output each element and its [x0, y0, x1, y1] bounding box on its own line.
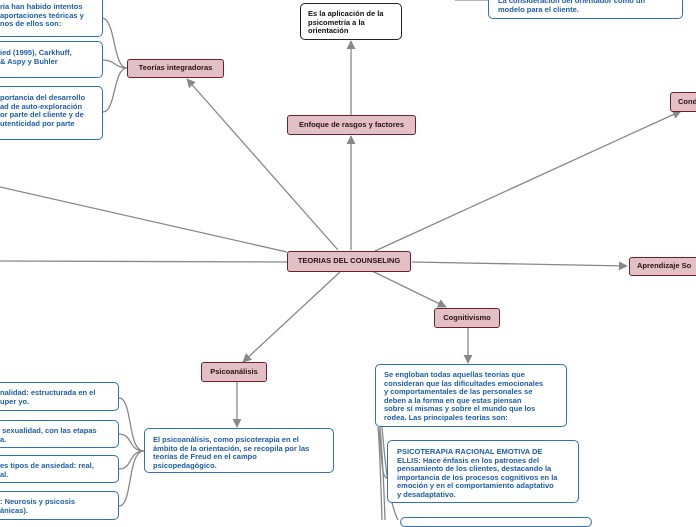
note-psico-neurosis[interactable]: : Neurosis y psicosis ánicas). [0, 491, 119, 520]
topic-label: Enfoque de rasgos y factores [298, 119, 405, 129]
edge-cog-bracket-1 [377, 426, 383, 520]
edge-psico-note1 [118, 397, 145, 452]
note-psicoanalisis-main[interactable]: El psicoanálisis, como psicoterapia en e… [144, 428, 334, 473]
edge-integradoras-note1 [102, 17, 128, 69]
note-cognitivismo-main[interactable]: Se engloban todas aquellas teorías que c… [375, 364, 567, 427]
topic-label: Psicoanálisis [210, 366, 258, 376]
edge-root-cond [374, 110, 682, 252]
topic-label: Teorías integradoras [138, 63, 213, 73]
root-node[interactable]: TEORIAS DEL COUNSELING [287, 251, 411, 272]
edge-psico-note2 [118, 433, 145, 452]
topic-aprendizaje-social[interactable]: Aprendizaje So [629, 257, 696, 276]
note-rasgos-psicometria[interactable]: Es la aplicación de la psicometría a la … [300, 3, 402, 40]
note-modelo-cliente[interactable]: La consideración del orientador como un … [488, 0, 683, 19]
note-integradoras-autores[interactable]: ied (1995), Carkhuff, & Aspy y Buhler [0, 41, 103, 78]
topic-label: Aprendizaje So [637, 261, 692, 271]
topic-psicoanalisis[interactable]: Psicoanálisis [201, 362, 267, 382]
edge-integradoras-note3 [102, 67, 128, 113]
edge-integradoras-note2 [102, 59, 128, 69]
note-psico-ansiedad[interactable]: es tipos de ansiedad: real, al. [0, 455, 119, 483]
topic-cognitivismo[interactable]: Cognitivismo [434, 308, 500, 328]
edge-root-aprendizaje [411, 261, 628, 271]
note-psico-personalidad[interactable]: nalidad: estructurada en el uper yo. [0, 382, 119, 411]
note-cognitivismo-next[interactable] [400, 517, 592, 527]
edge-psico-note3 [118, 450, 145, 470]
topic-teorias-integradoras[interactable]: Teorías integradoras [127, 59, 224, 78]
edge-root-offscreen-1 [0, 186, 288, 253]
topic-enfoque-rasgos[interactable]: Enfoque de rasgos y factores [287, 115, 416, 135]
edge-root-cognitivismo [371, 270, 447, 308]
edge-root-psicoanalisis [242, 271, 341, 363]
note-psico-sexualidad[interactable]: sexualidad, con las etapas a. [0, 420, 119, 448]
topic-cond[interactable]: Cond [670, 92, 696, 112]
topic-label: Cond [678, 96, 696, 106]
edge-cog-bracket-2 [379, 426, 386, 520]
edge-root-offscreen-2 [0, 260, 288, 263]
note-psicoterapia-ellis[interactable]: PSICOTERAPIA RACIONAL EMOTIVA DE ELLIS: … [387, 440, 579, 503]
topic-label: Cognitivismo [443, 312, 491, 322]
note-integradoras-desarrollo[interactable]: portancia del desarrollo ad de auto-expl… [0, 86, 103, 140]
edge-root-integradoras [186, 78, 339, 251]
note-integradoras-intro[interactable]: ria han habido intentos aportaciones teó… [0, 0, 103, 37]
root-label: TEORIAS DEL COUNSELING [297, 256, 401, 266]
edge-psico-note4 [118, 450, 145, 507]
